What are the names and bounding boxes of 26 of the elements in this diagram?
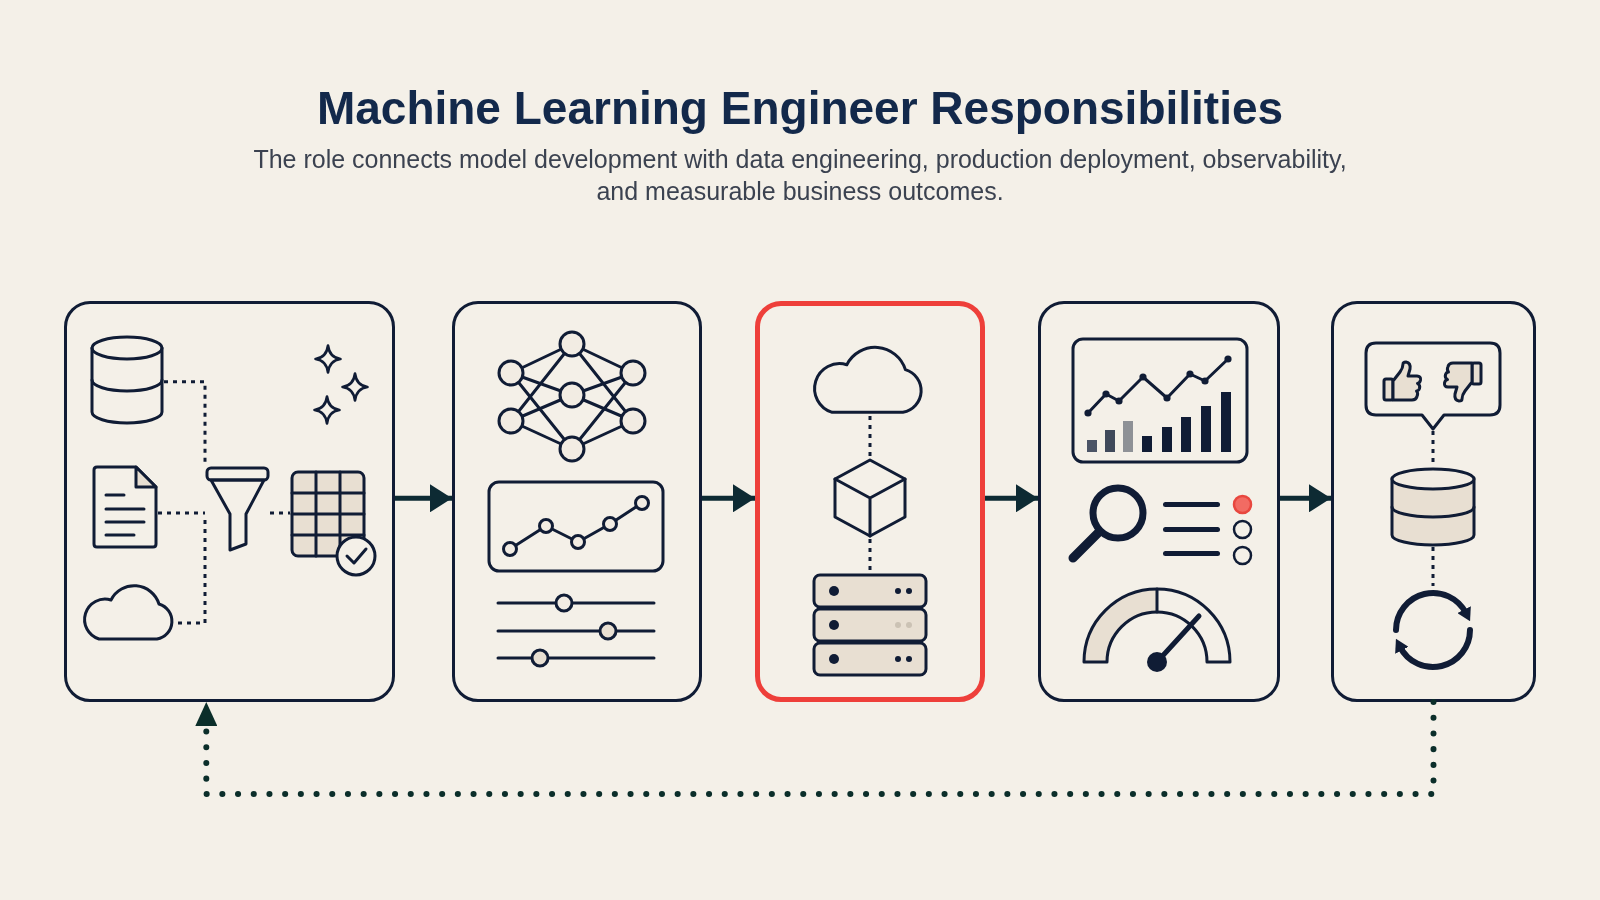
stage-card [1331,301,1536,702]
arrow [702,484,755,513]
speech-bubble-icon [1364,341,1502,431]
database-icon [90,335,164,425]
subtitle: The role connects model development with data engineering, production deployment, observability, and measurable business outcomes. [252,144,1348,207]
database-icon [1390,467,1476,547]
stage-card [755,301,985,702]
document-icon [92,465,158,549]
feedback-arrow [195,699,1437,797]
stage-card [64,301,395,702]
dotted-connector [868,416,872,457]
arrow [395,484,452,513]
table-icon [290,470,378,578]
stage-card [1038,301,1280,702]
arrow [1280,484,1331,513]
dotted-connector [178,519,207,625]
dotted-connector [868,539,872,573]
dotted-connector [158,511,205,515]
funnel-icon [205,466,270,552]
stage-card [452,301,702,702]
server-icon [812,573,928,677]
dotted-connector [270,511,290,515]
arrow [985,484,1038,513]
cube-icon [832,457,908,539]
title: Machine Learning Engineer Responsibilities [316,81,1284,136]
dotted-connector [1431,547,1435,586]
